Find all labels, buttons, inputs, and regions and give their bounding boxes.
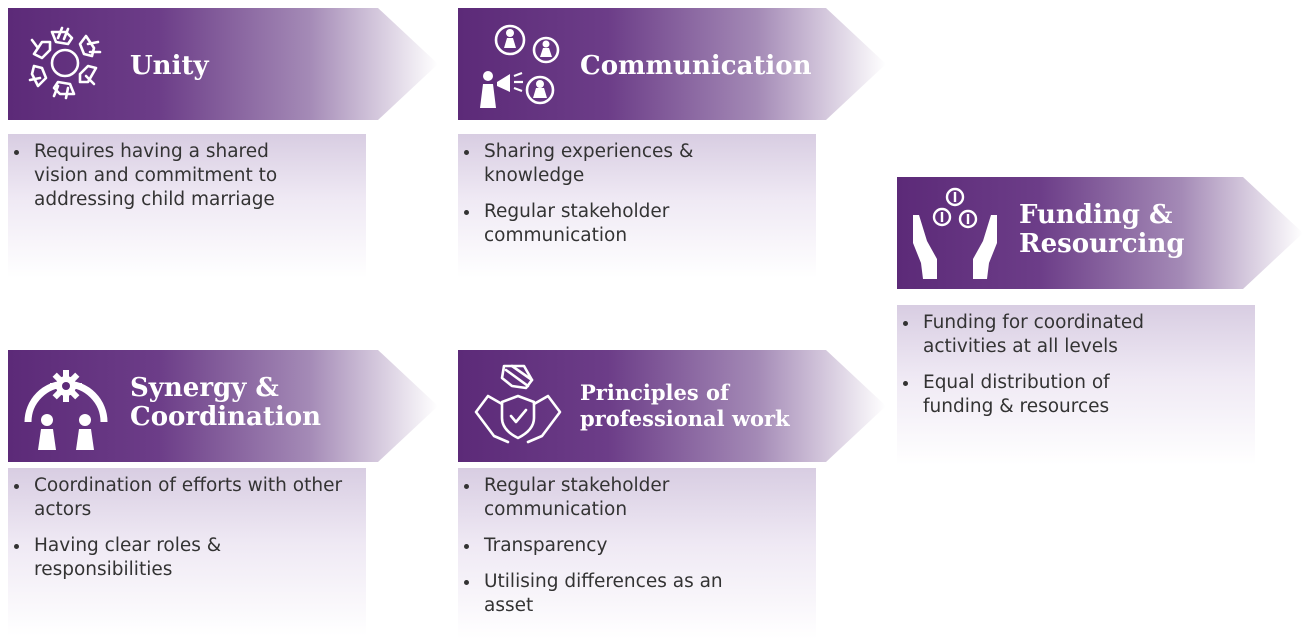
list-item: Equal distribution of funding & resource…: [903, 371, 1255, 419]
list-item: Transparency: [464, 534, 816, 558]
hands-circle-icon: [28, 26, 102, 100]
unity-banner: [8, 8, 438, 120]
synergy-title-line-2: Coordination: [130, 402, 322, 432]
principles-title-line-2: professional work: [580, 406, 790, 431]
unity-bullet-list: Requires having a shared vision and comm…: [8, 134, 366, 212]
funding-banner: [897, 177, 1303, 289]
funding-bullet-list: Funding for coordinated activities at al…: [897, 305, 1255, 419]
list-item: Coordination of efforts with other actor…: [14, 474, 366, 522]
funding-title-line-2: Resourcing: [1019, 229, 1185, 259]
people-gear-icon: [24, 370, 108, 450]
list-item: Regular stakeholder communication: [464, 200, 816, 248]
list-item: Funding for coordinated activities at al…: [903, 311, 1255, 359]
principles-bullet-list: Regular stakeholder communication Transp…: [458, 468, 816, 618]
unity-body: Requires having a shared vision and comm…: [8, 134, 366, 278]
communication-body: Sharing experiences & knowledge Regular …: [458, 134, 816, 278]
principles-banner: [458, 350, 886, 462]
synergy-body: Coordination of efforts with other actor…: [8, 468, 366, 636]
handshake-shield-icon: [474, 364, 562, 444]
list-item: Regular stakeholder communication: [464, 474, 816, 522]
unity-title: Unity: [130, 51, 209, 81]
list-item: Requires having a shared vision and comm…: [14, 140, 366, 212]
people-megaphone-icon: [480, 24, 560, 108]
principles-body: Regular stakeholder communication Transp…: [458, 468, 816, 639]
unity-card: Unity Requires having a shared vision an…: [8, 8, 438, 278]
communication-bullet-list: Sharing experiences & knowledge Regular …: [458, 134, 816, 248]
list-item: Sharing experiences & knowledge: [464, 140, 816, 188]
synergy-card: Synergy & Coordination Coordination of e…: [8, 350, 438, 636]
principles-title-line-1: Principles of: [580, 380, 730, 405]
list-item: Utilising differences as an asset: [464, 570, 816, 618]
synergy-bullet-list: Coordination of efforts with other actor…: [8, 468, 366, 582]
principles-card: Principles of professional work Regular …: [458, 350, 886, 639]
hands-coins-icon: [913, 187, 997, 279]
communication-title: Communication: [580, 51, 812, 81]
funding-card: Funding & Resourcing Funding for coordin…: [897, 177, 1303, 467]
list-item: Having clear roles & responsibilities: [14, 534, 366, 582]
funding-title-line-1: Funding &: [1019, 200, 1173, 230]
communication-card: Communication Sharing experiences & know…: [458, 8, 886, 278]
communication-banner: [458, 8, 886, 120]
funding-body: Funding for coordinated activities at al…: [897, 305, 1255, 465]
synergy-title-line-1: Synergy &: [130, 373, 279, 403]
